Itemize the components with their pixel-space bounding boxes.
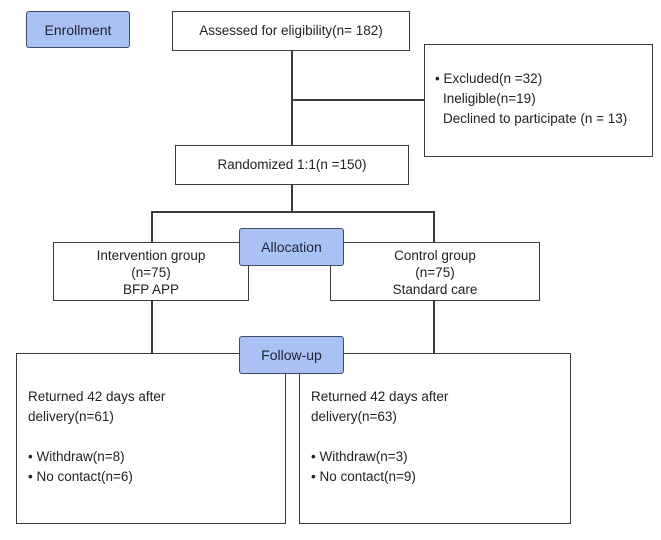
connector-intervention-to-followup bbox=[151, 300, 153, 354]
excluded-declined: Declined to participate (n = 13) bbox=[443, 111, 628, 126]
stage-label-follow-up: Follow-up bbox=[239, 336, 344, 374]
followup-left-withdraw: • Withdraw(n=8) bbox=[28, 447, 285, 467]
randomized-text: Randomized 1:1(n =150) bbox=[217, 157, 367, 172]
control-detail: Standard care bbox=[392, 282, 478, 297]
bullet-icon: • bbox=[28, 469, 37, 484]
randomized-box: Randomized 1:1(n =150) bbox=[175, 145, 409, 185]
excluded-header: • Excluded(n =32) bbox=[435, 69, 652, 89]
allocation-label: Allocation bbox=[261, 239, 322, 255]
connector-randomized-down bbox=[291, 184, 293, 212]
intervention-n: (n=75) bbox=[131, 265, 171, 280]
control-title: Control group bbox=[394, 248, 476, 263]
connector-to-excluded bbox=[291, 99, 425, 101]
followup-left-no-contact: • No contact(n=6) bbox=[28, 467, 285, 487]
stage-label-enrollment: Enrollment bbox=[26, 11, 130, 48]
followup-left-no-contact-text: No contact(n=6) bbox=[36, 469, 133, 484]
intervention-detail: BFP APP bbox=[122, 282, 180, 297]
connector-split-horizontal bbox=[151, 211, 435, 213]
bullet-icon: • bbox=[28, 449, 37, 464]
stage-label-allocation: Allocation bbox=[239, 228, 344, 266]
enrollment-label: Enrollment bbox=[44, 21, 112, 38]
followup-right-returned-line2: delivery(n=63) bbox=[311, 409, 397, 424]
follow-up-label: Follow-up bbox=[261, 347, 322, 363]
followup-right-no-contact: • No contact(n=9) bbox=[311, 467, 570, 487]
followup-right-withdraw: • Withdraw(n=3) bbox=[311, 447, 570, 467]
connector-assessed-to-randomized bbox=[291, 50, 293, 146]
excluded-ineligible: Ineligible(n=19) bbox=[443, 91, 536, 106]
intervention-group-box: Intervention group (n=75) BFP APP bbox=[53, 242, 249, 301]
connector-to-control bbox=[433, 211, 435, 242]
bullet-icon: • bbox=[435, 71, 440, 86]
followup-left-returned-line1: Returned 42 days after bbox=[28, 389, 166, 404]
control-n: (n=75) bbox=[415, 265, 455, 280]
followup-intervention-box: Returned 42 days after delivery(n=61) • … bbox=[16, 353, 286, 524]
assessed-text: Assessed for eligibility(n= 182) bbox=[199, 23, 383, 38]
intervention-title: Intervention group bbox=[96, 248, 206, 263]
followup-control-box: Returned 42 days after delivery(n=63) • … bbox=[299, 353, 571, 524]
excluded-header-text: Excluded(n =32) bbox=[443, 71, 543, 86]
connector-control-to-followup bbox=[433, 300, 435, 354]
control-group-box: Control group (n=75) Standard care bbox=[330, 242, 540, 301]
followup-right-withdraw-text: Withdraw(n=3) bbox=[319, 449, 408, 464]
bullet-icon: • bbox=[311, 469, 320, 484]
followup-right-no-contact-text: No contact(n=9) bbox=[319, 469, 416, 484]
assessed-box: Assessed for eligibility(n= 182) bbox=[172, 11, 410, 51]
bullet-icon: • bbox=[311, 449, 320, 464]
excluded-box: • Excluded(n =32) Ineligible(n=19) Decli… bbox=[424, 44, 653, 157]
followup-right-returned-line1: Returned 42 days after bbox=[311, 389, 449, 404]
connector-to-intervention bbox=[151, 211, 153, 242]
followup-left-returned-line2: delivery(n=61) bbox=[28, 409, 114, 424]
followup-left-withdraw-text: Withdraw(n=8) bbox=[36, 449, 125, 464]
